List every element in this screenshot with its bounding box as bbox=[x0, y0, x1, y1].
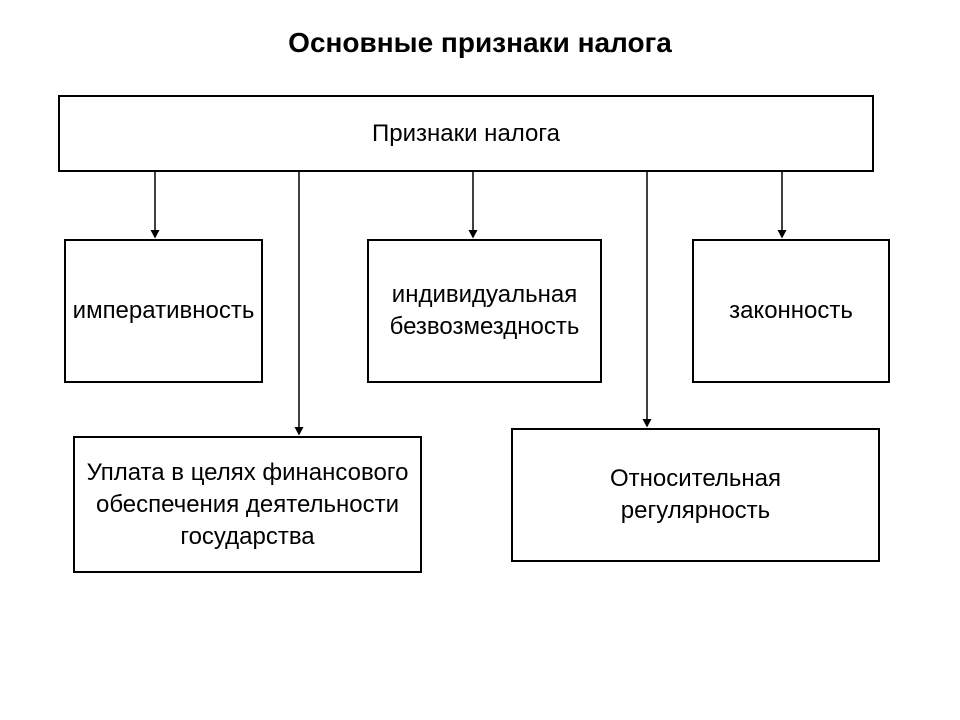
node-priznaki-naloga: Признаки налога bbox=[58, 95, 874, 172]
node-uplata-finansovoe-obespechenie-label: Уплата в целях финансового обеспечения д… bbox=[86, 458, 409, 550]
connector-arrow-individualnaya bbox=[468, 172, 478, 239]
node-zakonnost-label: законность bbox=[729, 297, 853, 324]
node-zakonnost: законность bbox=[692, 239, 890, 383]
node-priznaki-naloga-label: Признаки налога bbox=[372, 119, 560, 147]
connector-arrow-uplata bbox=[294, 172, 304, 436]
diagram-title: Основные признаки налога bbox=[288, 27, 672, 58]
node-individualnaya-bezvozmezdnost: индивидуальная безвозмездность bbox=[367, 239, 602, 383]
connector-arrow-otnositelnaya bbox=[642, 172, 652, 428]
connector-arrow-zakonnost bbox=[777, 172, 787, 239]
node-otnositelnaya-regulyarnost-label: Относительная регулярность bbox=[609, 465, 782, 524]
connector-arrow-imperativnost bbox=[150, 172, 160, 239]
node-imperativnost-label: императивность bbox=[72, 297, 255, 324]
node-individualnaya-bezvozmezdnost-label: индивидуальная безвозмездность bbox=[389, 281, 580, 340]
node-uplata-finansovoe-obespechenie: Уплата в целях финансового обеспечения д… bbox=[73, 436, 422, 573]
node-imperativnost: императивность bbox=[64, 239, 263, 383]
node-otnositelnaya-regulyarnost: Относительная регулярность bbox=[511, 428, 880, 562]
